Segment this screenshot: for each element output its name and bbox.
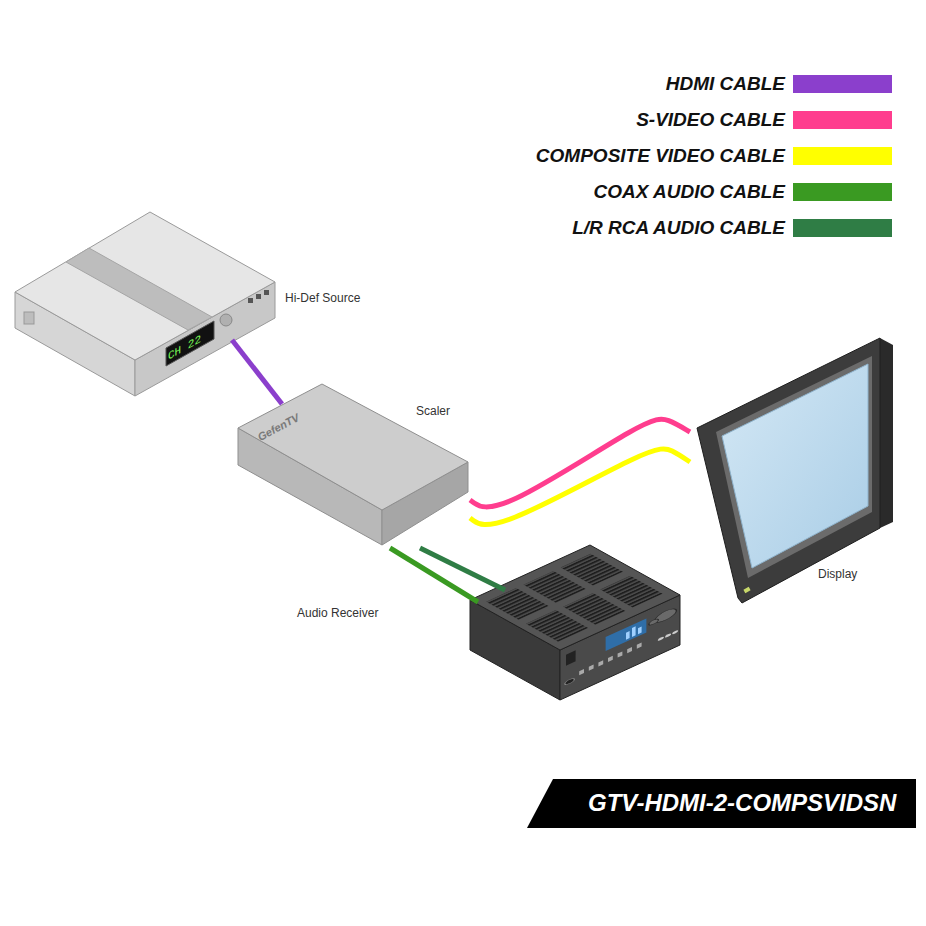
legend-label: COAX AUDIO CABLE (594, 181, 785, 203)
source-device: Hi-Def SourceCH 22 (15, 212, 275, 340)
legend-swatch (793, 147, 892, 165)
scaler-device (238, 384, 468, 545)
cable (470, 419, 690, 507)
scaler-device: ScalerGefenTV (282, 384, 470, 548)
display-device (697, 338, 893, 603)
legend-label: S-VIDEO CABLE (636, 109, 785, 131)
device-label: Display (818, 567, 857, 581)
legend-swatch (793, 183, 892, 201)
receiver-device (470, 545, 680, 700)
legend-label: L/R RCA AUDIO CABLE (572, 217, 785, 239)
legend-label: COMPOSITE VIDEO CABLE (536, 145, 785, 167)
device-label: Scaler (416, 404, 450, 418)
device-label: Audio Receiver (297, 606, 378, 620)
legend-swatch (793, 111, 892, 129)
legend-swatch (793, 75, 892, 93)
legend-row: L/R RCA AUDIO CABLE (0, 217, 926, 241)
legend-label: HDMI CABLE (666, 73, 785, 95)
legend-swatch (793, 219, 892, 237)
banner (527, 779, 916, 828)
cable (470, 449, 690, 525)
legend-row: COMPOSITE VIDEO CABLE (0, 145, 926, 169)
receiver-device: Audio Receiver (478, 590, 685, 705)
cable (232, 340, 282, 404)
legend-row: HDMI CABLE (0, 73, 926, 97)
display-device: Display (690, 336, 895, 605)
source-device (15, 212, 275, 396)
legend-row: COAX AUDIO CABLE (0, 181, 926, 205)
device-label: Hi-Def Source (285, 291, 360, 305)
cable (420, 548, 505, 590)
model-number: GTV-HDMI-2-COMPSVIDSN (588, 788, 896, 818)
legend-row: S-VIDEO CABLE (0, 109, 926, 133)
